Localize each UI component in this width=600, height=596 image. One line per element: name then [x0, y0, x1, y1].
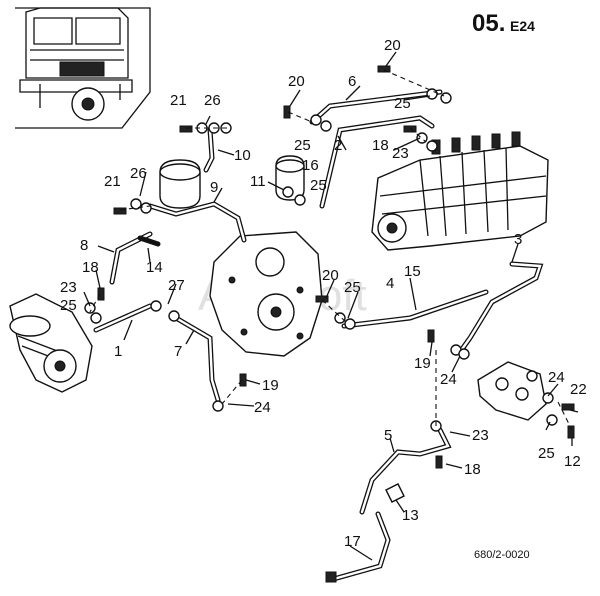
callout-22: 22 — [570, 381, 587, 398]
filter-housing — [159, 159, 201, 209]
callout-21: 21 — [104, 173, 121, 190]
callout-18: 18 — [372, 137, 389, 154]
callout-9: 9 — [210, 179, 218, 196]
callout-1: 1 — [114, 343, 122, 360]
callout-26: 26 — [130, 165, 147, 182]
fittings — [84, 65, 575, 583]
callout-2: 2 — [334, 137, 342, 154]
callout-20: 20 — [288, 73, 305, 90]
drawing-reference: 680/2-0020 — [474, 549, 530, 561]
callout-15: 15 — [404, 263, 421, 280]
callout-19: 19 — [414, 355, 431, 372]
callout-20: 20 — [384, 37, 401, 54]
callout-27: 27 — [168, 277, 185, 294]
callout-3: 3 — [514, 231, 522, 248]
callout-23: 23 — [472, 427, 489, 444]
callout-21: 21 — [170, 92, 187, 109]
page-code-sub: E24 — [510, 18, 535, 34]
callout-24: 24 — [440, 371, 457, 388]
callout-18: 18 — [464, 461, 481, 478]
leader-lines — [83, 51, 579, 561]
callout-7: 7 — [174, 343, 182, 360]
callout-14: 14 — [146, 259, 163, 276]
distributor-block — [477, 361, 547, 421]
callout-6: 6 — [348, 73, 356, 90]
callout-20: 20 — [322, 267, 339, 284]
callout-8: 8 — [80, 237, 88, 254]
callout-13: 13 — [402, 507, 419, 524]
callout-16: 16 — [302, 157, 319, 174]
callout-labels: 20 6 25 20 25 2 18 23 21 26 10 16 21 26 … — [60, 37, 587, 550]
page-code-main: 05. — [472, 10, 505, 37]
callout-18: 18 — [82, 259, 99, 276]
callout-19: 19 — [262, 377, 279, 394]
callout-5: 5 — [384, 427, 392, 444]
tube-lines — [93, 89, 544, 583]
callout-24: 24 — [548, 369, 565, 386]
callout-26: 26 — [204, 92, 221, 109]
truck-locator-inset — [15, 7, 151, 129]
callout-24: 24 — [254, 399, 271, 416]
callout-25: 25 — [60, 297, 77, 314]
callout-11: 11 — [250, 173, 266, 190]
timing-cover — [209, 231, 323, 357]
callout-17: 17 — [344, 533, 361, 550]
callout-12: 12 — [564, 453, 581, 470]
callout-23: 23 — [392, 145, 409, 162]
callout-25: 25 — [294, 137, 311, 154]
callout-25: 25 — [344, 279, 361, 296]
assembly-dashed-lines — [89, 69, 573, 431]
callout-23: 23 — [60, 279, 77, 296]
air-compressor — [9, 293, 93, 393]
callout-25: 25 — [394, 95, 411, 112]
callout-25: 25 — [538, 445, 555, 462]
callout-10: 10 — [234, 147, 251, 164]
callout-25: 25 — [310, 177, 327, 194]
page-code: 05. E24 — [472, 10, 535, 37]
callout-4: 4 — [386, 275, 394, 292]
